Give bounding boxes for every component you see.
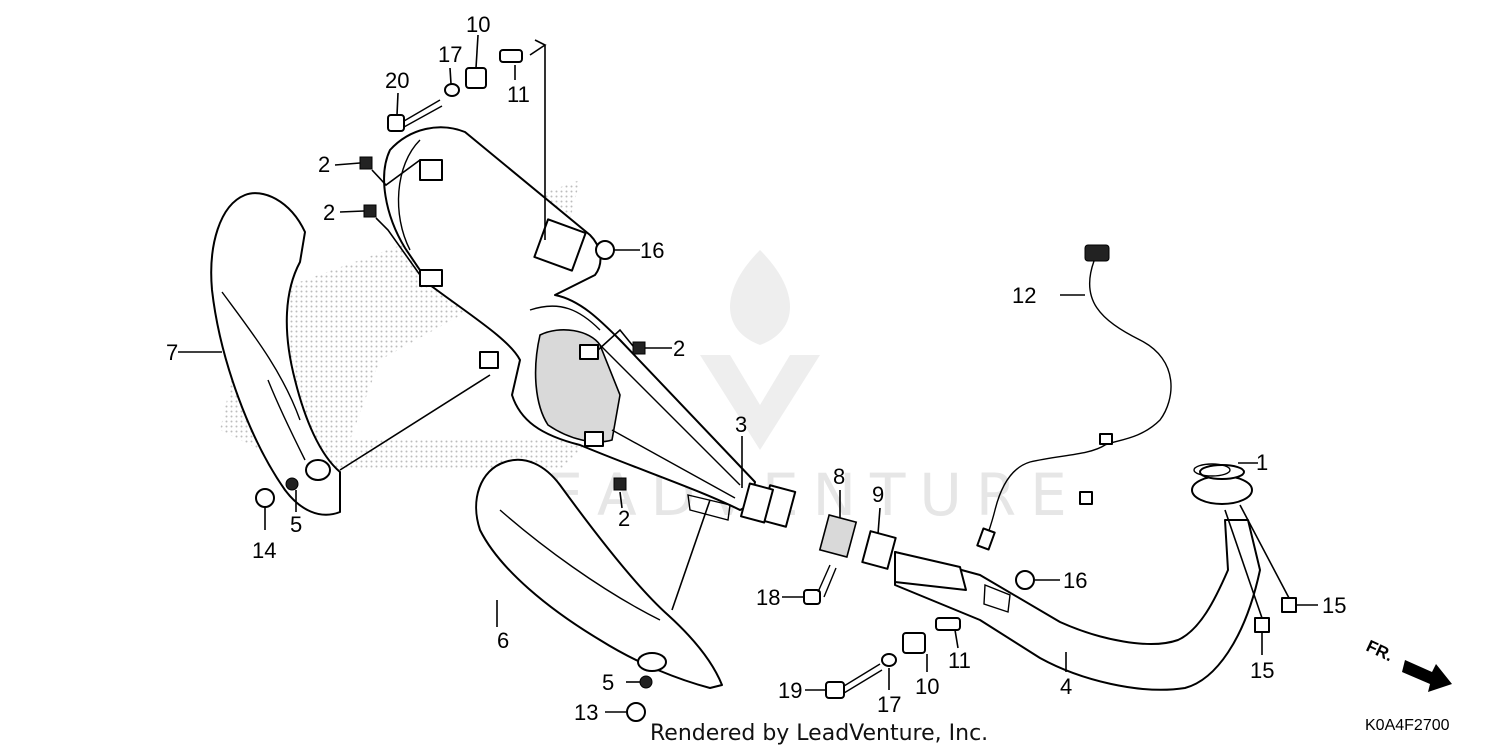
- callout-15b: 15: [1250, 658, 1274, 683]
- callout-4: 4: [1060, 674, 1072, 699]
- collar-10-top[interactable]: [465, 67, 487, 89]
- callout-1: 1: [1256, 450, 1268, 475]
- callout-15a: 15: [1322, 593, 1346, 618]
- callout-2a: 2: [318, 152, 330, 177]
- callout-19: 19: [778, 678, 802, 703]
- callout-11b: 11: [948, 648, 971, 673]
- collar-10-pipe[interactable]: [902, 632, 926, 654]
- clip-nut-2a[interactable]: [359, 156, 373, 170]
- footer-credit: Rendered by LeadVenture, Inc.: [650, 721, 988, 746]
- callout-16a: 16: [640, 238, 664, 263]
- callout-20: 20: [385, 68, 409, 93]
- callout-14: 14: [252, 538, 276, 563]
- callout-labels: 1 2 2 2 2 3 4 5 5 6 7 8 9 10 10 11 11 12…: [166, 12, 1346, 725]
- fasteners: [255, 49, 1297, 722]
- heat-shield-lower[interactable]: [475, 458, 723, 689]
- gasket-9[interactable]: [861, 530, 897, 570]
- bush-11-top[interactable]: [499, 49, 523, 63]
- clip-nut-2d[interactable]: [613, 477, 627, 491]
- callout-2d: 2: [618, 506, 630, 531]
- exhaust-pipe[interactable]: [894, 464, 1261, 691]
- callout-10a: 10: [466, 12, 490, 37]
- grommet-5-lower[interactable]: [639, 675, 653, 689]
- screw-14[interactable]: [255, 488, 275, 508]
- callout-5b: 5: [602, 670, 614, 695]
- callout-18: 18: [756, 585, 780, 610]
- leader-lines: [178, 34, 1318, 713]
- callout-11a: 11: [507, 82, 530, 107]
- bolt-20[interactable]: [387, 114, 405, 132]
- callout-3: 3: [735, 412, 747, 437]
- nut-16-pipe[interactable]: [1015, 570, 1035, 590]
- callout-5a: 5: [290, 512, 302, 537]
- callout-17b: 17: [877, 692, 901, 717]
- bush-11-pipe[interactable]: [935, 617, 961, 631]
- callout-17a: 17: [438, 42, 462, 67]
- callout-8: 8: [833, 464, 845, 489]
- clip-nut-2b[interactable]: [363, 204, 377, 218]
- clip-nut-2c[interactable]: [632, 341, 646, 355]
- o2-sensor-harness[interactable]: [976, 244, 1172, 551]
- callout-7: 7: [166, 340, 178, 365]
- muffler[interactable]: [383, 126, 797, 528]
- washer-17-pipe[interactable]: [881, 653, 897, 667]
- callout-9: 9: [872, 482, 884, 507]
- heat-shield-outer[interactable]: [210, 192, 341, 516]
- callout-10b: 10: [915, 674, 939, 699]
- front-label: FR.: [1363, 636, 1396, 665]
- callout-12: 12: [1012, 283, 1036, 308]
- callout-2c: 2: [673, 336, 685, 361]
- callout-13: 13: [574, 700, 598, 725]
- callout-2b: 2: [323, 200, 335, 225]
- front-direction-arrow: FR.: [1363, 636, 1452, 692]
- callout-16b: 16: [1063, 568, 1087, 593]
- bolt-18[interactable]: [803, 589, 821, 605]
- diagram-code: K0A4F2700: [1365, 717, 1450, 734]
- gasket-ring-1[interactable]: [1193, 463, 1231, 477]
- clip-15-right[interactable]: [1281, 597, 1297, 613]
- gasket-8[interactable]: [818, 514, 858, 558]
- washer-17-top[interactable]: [444, 83, 460, 97]
- clip-15-lower[interactable]: [1254, 617, 1270, 633]
- screw-13[interactable]: [626, 702, 646, 722]
- callout-6: 6: [497, 628, 509, 653]
- bolt-19[interactable]: [825, 681, 845, 699]
- nut-16-top[interactable]: [595, 240, 615, 260]
- grommet-5-left[interactable]: [285, 477, 299, 491]
